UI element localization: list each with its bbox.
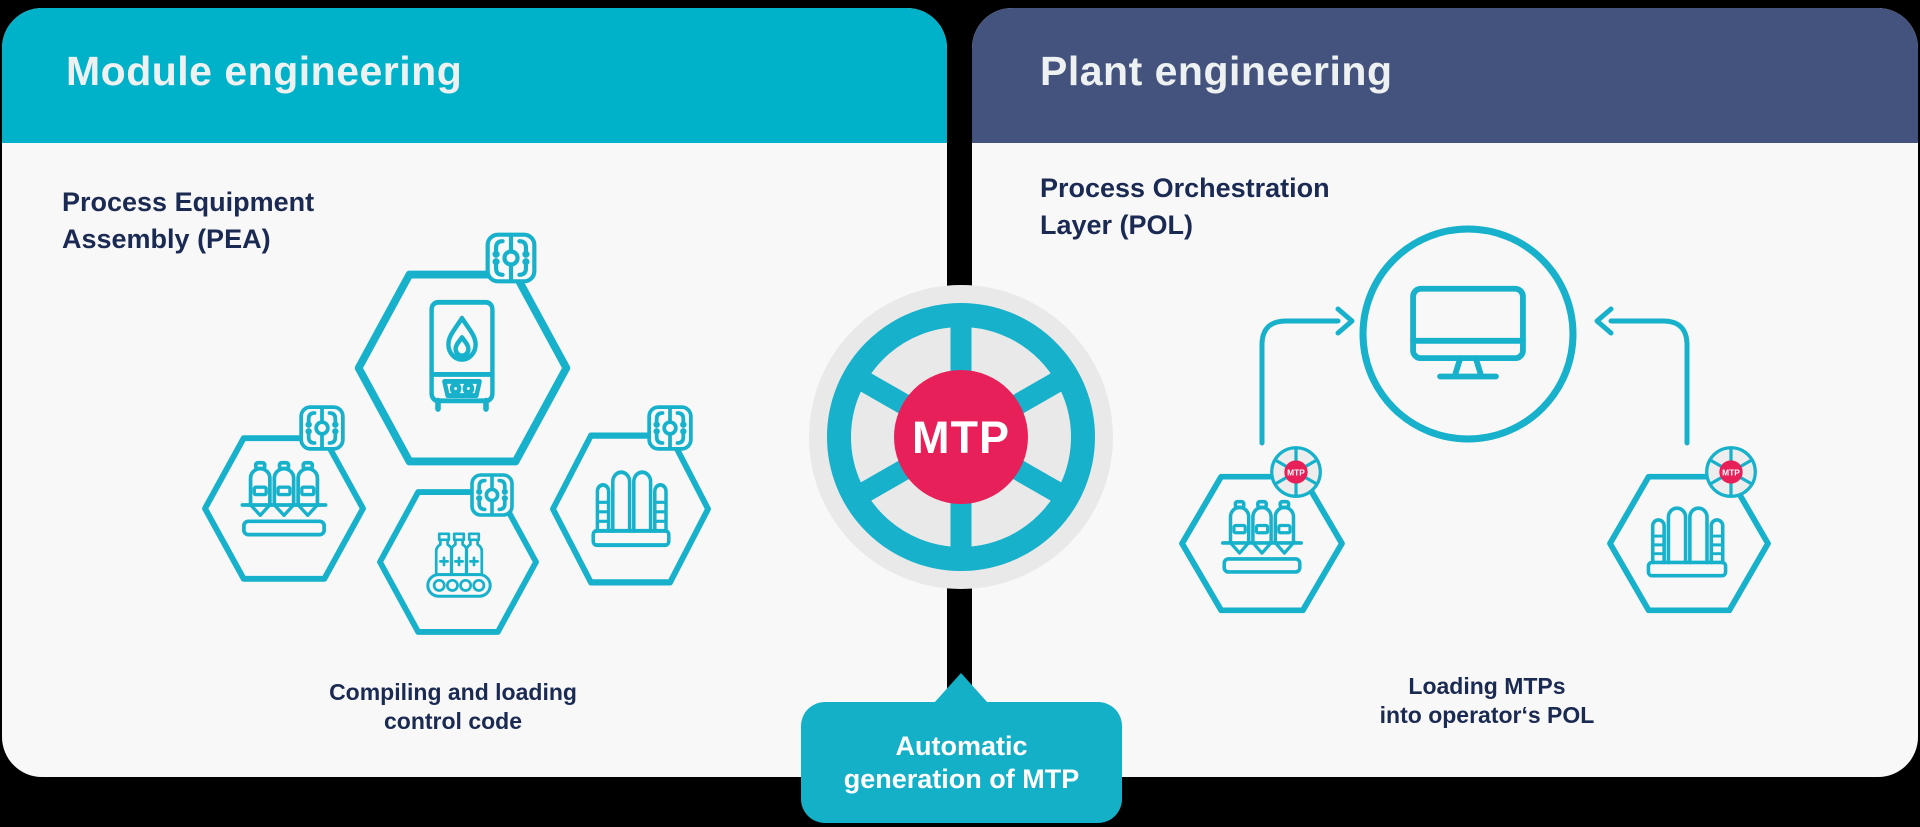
auto-generation-bubble: Automatic generation of MTP (801, 673, 1122, 823)
distillation-columns-icon (1637, 495, 1737, 583)
mtp-flow-arrows (1259, 306, 1690, 446)
hexagon-bottles (375, 482, 541, 642)
pea-subtitle: Process Equipment Assembly (PEA) (62, 187, 315, 254)
mtp-badge-icon: MTP (1268, 444, 1324, 500)
right-arrowhead-icon (1335, 306, 1355, 336)
module-engineering-header: Module engineering (2, 8, 947, 143)
pol-subtitle: Process Orchestration Layer (POL) (1040, 173, 1330, 240)
plant-engineering-panel: Plant engineering Process Orchestration … (972, 8, 1918, 777)
boiler-icon (414, 297, 510, 429)
hexagon-outline (354, 270, 571, 466)
hexagon-outline (1179, 473, 1345, 614)
module-engineering-panel: Module engineering Process Equipment Ass… (2, 8, 947, 777)
bubble-pointer-icon (934, 673, 988, 703)
hexagon-silos (200, 428, 368, 589)
mtp-badge-label: MTP (1287, 467, 1305, 477)
mtp-badge-label: MTP (1722, 467, 1740, 477)
circuit-chip-icon (297, 403, 347, 453)
pol-circle (1359, 225, 1577, 443)
left-caption: Compiling and loading control code (329, 679, 577, 734)
right-caption: Loading MTPs into operator‘s POL (1379, 673, 1595, 728)
circuit-chip-icon (468, 471, 516, 519)
distillation-columns-icon (582, 458, 680, 553)
module-engineering-title: Module engineering (66, 48, 463, 94)
hexagon-outline (202, 435, 366, 582)
plant-engineering-header: Plant engineering (972, 8, 1918, 143)
silos-icon (1213, 498, 1311, 585)
left-arrow-line (1259, 318, 1341, 446)
bubble-text: Automatic generation of MTP (843, 730, 1080, 794)
hexagon-silos-right (1177, 467, 1347, 620)
mtp-wheel-label: MTP (912, 412, 1010, 463)
mtp-badge-icon: MTP (1703, 444, 1759, 500)
right-arrow-line (1608, 318, 1690, 446)
hexagon-columns (548, 425, 713, 593)
hexagon-outline (550, 432, 711, 586)
hexagon-columns-right (1605, 467, 1773, 620)
circuit-chip-icon (645, 403, 695, 453)
hexagon-boiler (352, 261, 573, 475)
mtp-wheel-icon: MTP (809, 285, 1113, 589)
silos-icon (232, 459, 336, 548)
hexagon-outline (1607, 473, 1771, 614)
hexagon-outline (377, 489, 539, 635)
bottle-conveyor-icon (417, 529, 501, 601)
circuit-chip-icon (483, 230, 539, 286)
left-arrowhead-icon (1594, 306, 1614, 336)
plant-engineering-title: Plant engineering (1040, 48, 1393, 94)
